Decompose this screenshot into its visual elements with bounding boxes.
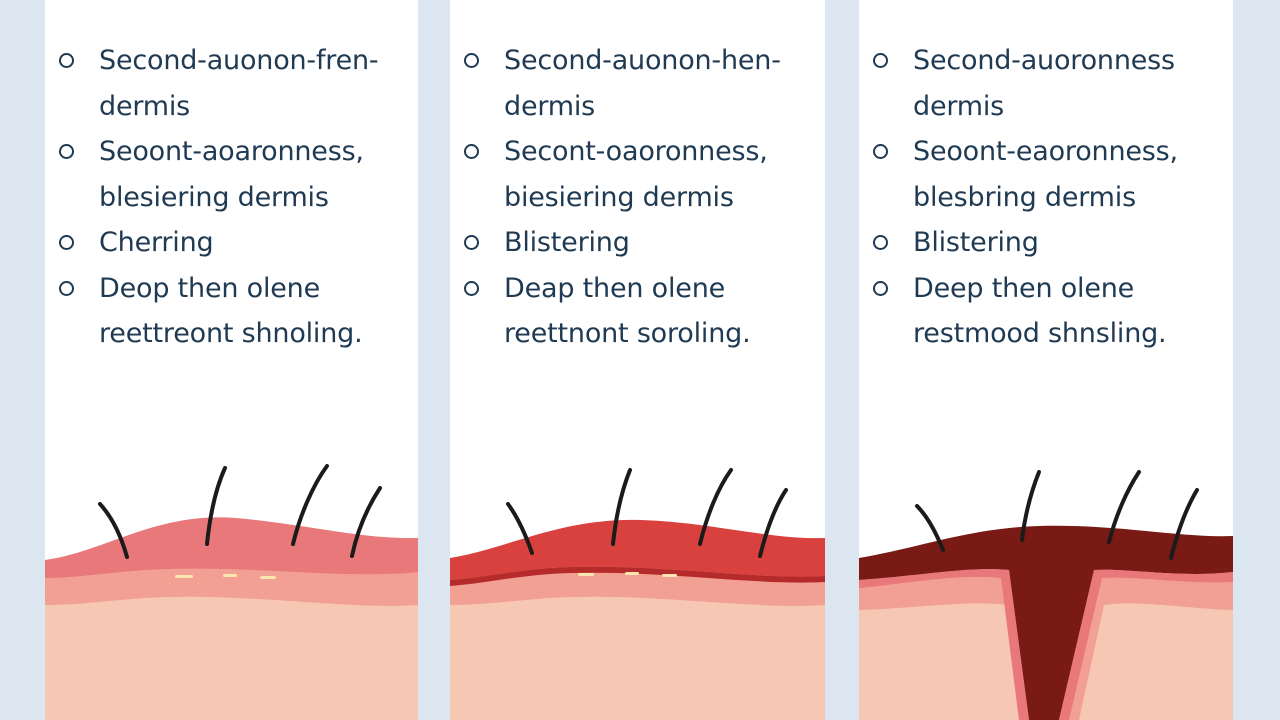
list-item: Deap then olene reettnont soroling. xyxy=(464,266,817,357)
item-text: dermis xyxy=(504,90,596,122)
skin-cross-section-partial xyxy=(450,468,825,720)
item-text: Second-auonon-fren- xyxy=(99,45,379,76)
charred-tissue xyxy=(859,525,1233,720)
list-item: Deop then olene reettreont shnoling. xyxy=(59,266,410,357)
hair-icon xyxy=(98,464,382,559)
bullet-circle-icon xyxy=(464,235,479,250)
hair-icon xyxy=(506,468,788,558)
bullet-circle-icon xyxy=(873,280,888,296)
list-item: Blistering xyxy=(873,220,1225,266)
list-item: Second-auonon-hen- dermis xyxy=(464,38,817,129)
blister-dots xyxy=(175,574,276,579)
item-text: dermis xyxy=(99,90,191,122)
bullet-circle-icon xyxy=(873,53,888,68)
item-text: Second-auoronness xyxy=(913,45,1175,76)
bullet-circle-icon xyxy=(59,280,74,296)
subcutis-layer xyxy=(45,590,418,720)
item-text: Cherring xyxy=(99,227,214,258)
item-list: Second-auonon-fren- dermis Seoont-aoaron… xyxy=(59,38,410,357)
item-text: dermis xyxy=(913,90,1005,122)
bullet-circle-icon xyxy=(464,53,479,68)
bullet-circle-icon xyxy=(59,144,74,159)
list-item: Seoont-eaoronness, blesbring dermis xyxy=(873,129,1225,220)
item-text: Deap then olene xyxy=(504,272,726,304)
bullet-circle-icon xyxy=(464,144,479,159)
item-text: Deep then olene xyxy=(913,272,1135,304)
burn-edge xyxy=(450,566,825,586)
bullet-circle-icon xyxy=(59,53,74,68)
epidermis-layer xyxy=(45,517,418,578)
item-text: Blistering xyxy=(913,227,1039,258)
list-item: Cherring xyxy=(59,220,410,266)
item-text: restmood shnsling. xyxy=(913,318,1167,349)
item-text: blesiering dermis xyxy=(99,181,329,213)
item-text: Seoont-eaoronness, xyxy=(913,136,1178,167)
bullet-circle-icon xyxy=(59,235,74,250)
panel-third: Second-auoronness dermis Seoont-eaoronne… xyxy=(859,0,1233,720)
bullet-circle-icon xyxy=(873,235,888,250)
list-item: Seoont-aoaronness, blesiering dermis xyxy=(59,129,410,220)
item-text: biesiering dermis xyxy=(504,181,734,213)
item-text: blesbring dermis xyxy=(913,181,1136,213)
item-text: Seoont-aoaronness, xyxy=(99,136,364,167)
bullet-circle-icon xyxy=(873,144,888,159)
item-text: Second-auonon-hen- xyxy=(504,45,781,76)
item-text: Secont-oaoronness, xyxy=(504,136,768,167)
blister-dots xyxy=(578,572,677,577)
item-list: Second-auonon-hen- dermis Secont-oaoronn… xyxy=(464,38,817,357)
item-text: reettnont soroling. xyxy=(504,318,751,349)
list-item: Blistering xyxy=(464,220,817,266)
panel-second: Second-auonon-hen- dermis Secont-oaoronn… xyxy=(450,0,825,720)
list-item: Second-auonon-fren- dermis xyxy=(59,38,410,129)
panel-first: Second-auonon-fren- dermis Seoont-aoaron… xyxy=(45,0,418,720)
list-item: Secont-oaoronness, biesiering dermis xyxy=(464,129,817,220)
epidermis-layer xyxy=(450,519,825,580)
bullet-circle-icon xyxy=(464,280,479,296)
item-text: Deop then olene xyxy=(99,272,321,304)
hair-icon xyxy=(915,470,1199,560)
skin-cross-section-full-thickness xyxy=(859,470,1233,720)
item-text: reettreont shnoling. xyxy=(99,318,363,349)
subcutis-layer xyxy=(450,590,825,720)
list-item: Deep then olene restmood shnsling. xyxy=(873,266,1225,357)
burn-edge xyxy=(859,569,1029,720)
list-item: Second-auoronness dermis xyxy=(873,38,1225,129)
item-list: Second-auoronness dermis Seoont-eaoronne… xyxy=(873,38,1225,357)
item-text: Blistering xyxy=(504,227,630,258)
skin-cross-section-superficial xyxy=(45,464,418,720)
